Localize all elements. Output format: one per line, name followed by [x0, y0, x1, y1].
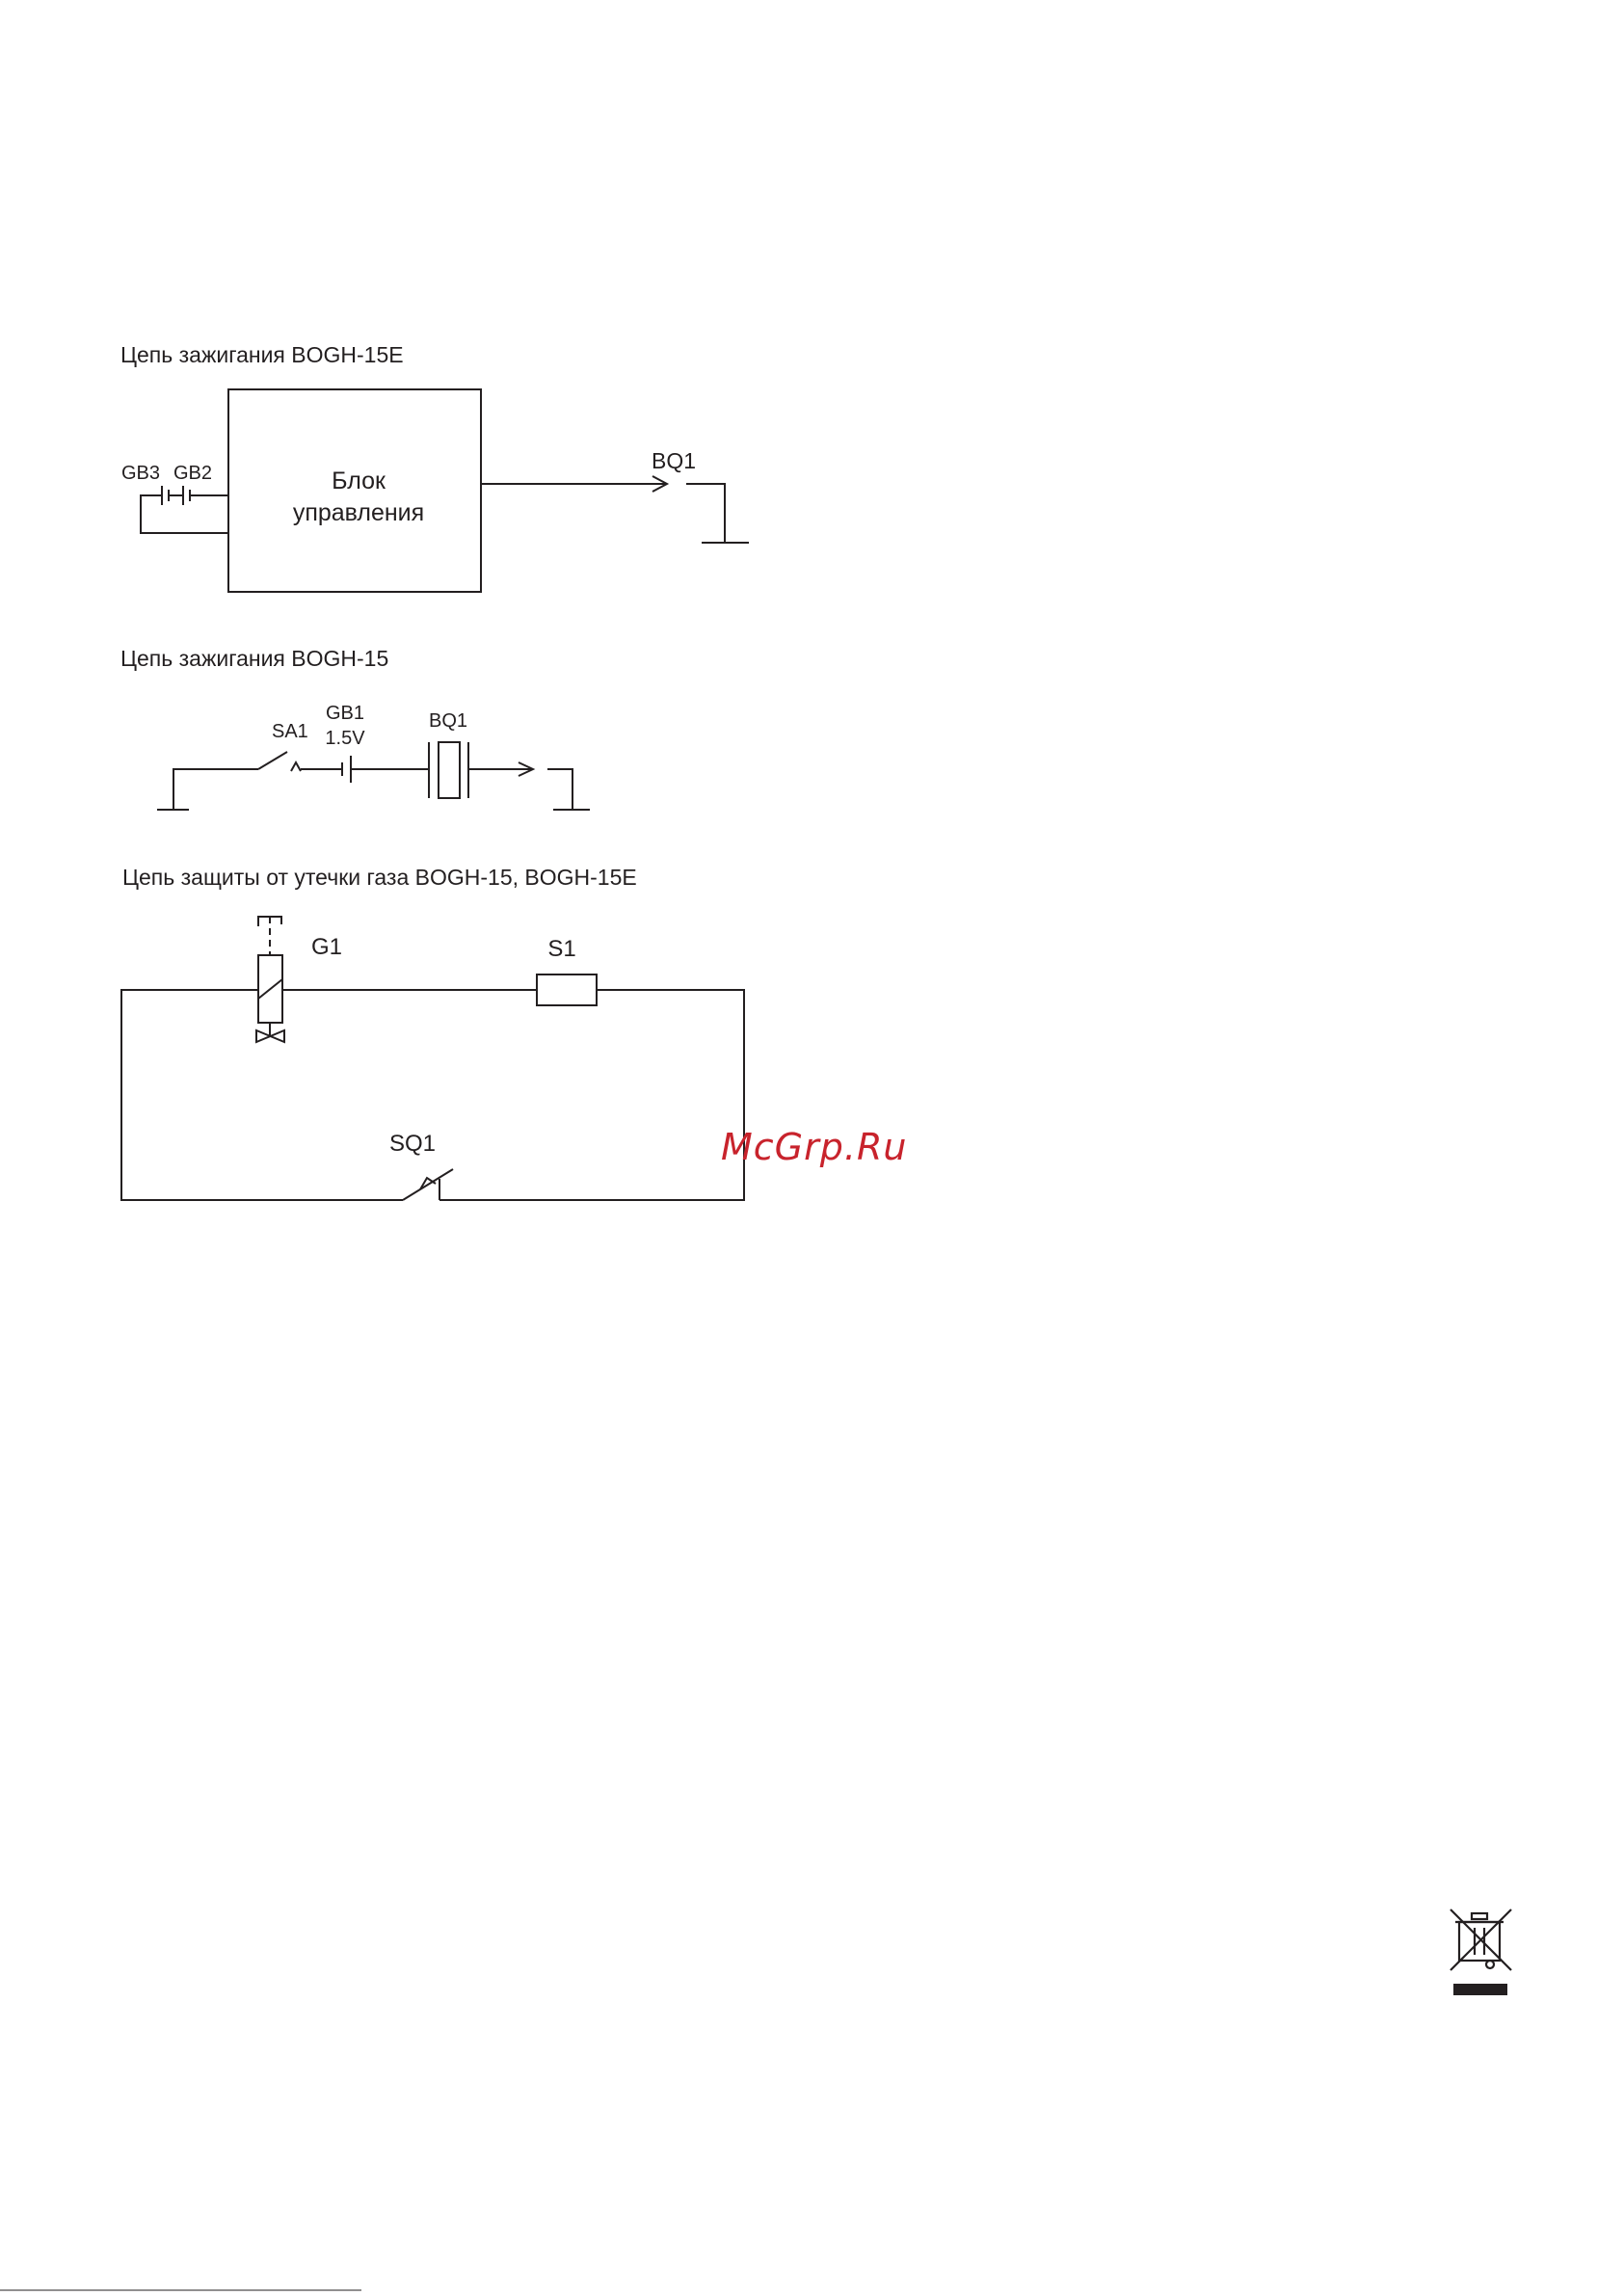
sa1-label: SA1: [272, 721, 308, 742]
sq1-label: SQ1: [389, 1131, 436, 1157]
sq1-switch-blade: [403, 1169, 453, 1200]
watermark: McGrp.Ru: [721, 1126, 907, 1168]
wire-ground-to-switch: [173, 769, 258, 810]
spark-ground-electrode: [686, 484, 725, 543]
diagram2-circuit: [157, 742, 590, 810]
bq1-piezo-crystal: [439, 742, 460, 798]
bq1-label-d2: BQ1: [429, 710, 467, 732]
sa1-switch-blade: [258, 752, 287, 769]
wire-left-loop: [121, 990, 403, 1200]
s1-sensor-element: [537, 974, 597, 1005]
block-label-line1: Блок: [332, 467, 386, 494]
diagram1-circuit: [141, 389, 749, 592]
gb1-label: GB1: [326, 703, 364, 724]
g1-solenoid-diagonal: [258, 979, 282, 999]
diagram3-circuit: [121, 917, 744, 1200]
spark-ground-electrode-2: [547, 769, 572, 810]
bq1-label-d1: BQ1: [652, 448, 696, 473]
gb2-label: GB2: [173, 463, 212, 484]
battery-wire-loop: [141, 495, 228, 533]
weee-underline-bar: [1453, 1984, 1507, 1995]
crossed-out-wheelie-bin-icon: [1451, 1909, 1511, 1970]
gb3-label: GB3: [121, 463, 160, 484]
s1-label: S1: [547, 936, 575, 962]
wire-right-loop: [439, 990, 744, 1200]
g1-label: G1: [311, 934, 342, 960]
sa1-switch-contact: [291, 762, 301, 771]
block-label-line2: управления: [293, 499, 424, 526]
gb1-voltage-label: 1.5V: [325, 728, 365, 749]
